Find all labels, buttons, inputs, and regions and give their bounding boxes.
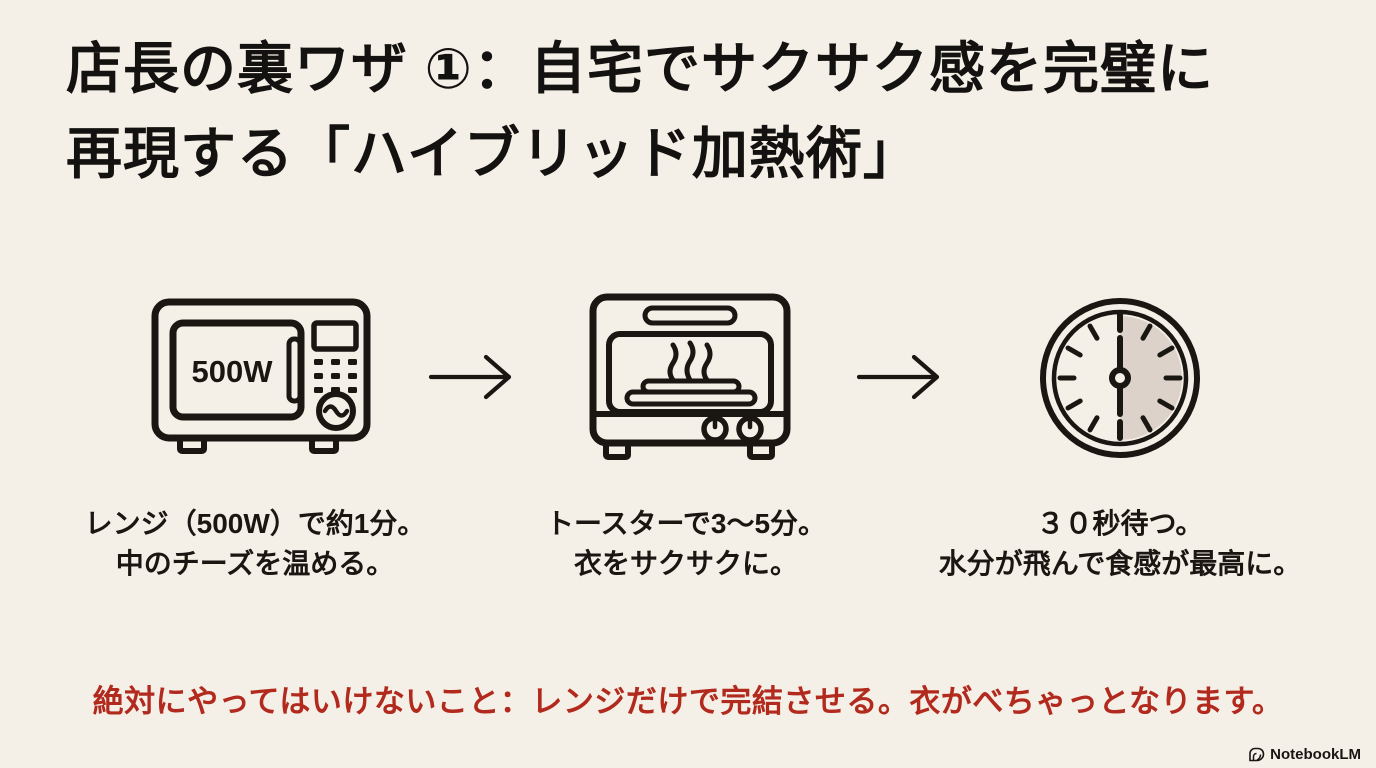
microwave-button-grid [314,359,357,393]
right-arrow-icon [428,354,514,400]
page-title-line1: 店長の裏ワザ ①：自宅でサクサク感を完璧に [66,37,1214,100]
clock-tick-marks [1057,323,1183,433]
step1-caption-line1: レンジ（500W）で約1分。 [84,508,426,539]
step3-caption-line2: 水分が飛んで食感が最高に。 [938,547,1302,579]
step3-caption: ３０秒待つ。 水分が飛んで食感が最高に。 [900,504,1340,584]
warning-text: 絶対にやってはいけないこと：レンジだけで完結させる。衣がべちゃっとなります。 [92,684,1284,719]
microwave-power-label: 500W [192,354,274,389]
step2-caption: トースターで3〜5分。 衣をサクサクに。 [500,504,872,584]
steam-icon [667,340,713,383]
brand-label: NotebookLM [1270,746,1361,763]
toaster-oven-icon [588,292,792,464]
right-arrow-icon [856,354,942,400]
microwave-icon: 500W [150,297,378,459]
brand-footer: NotebookLM [1248,746,1361,763]
step1-caption: レンジ（500W）で約1分。 中のチーズを温める。 [40,504,470,584]
step3-caption-line1: ３０秒待つ。 [1036,508,1204,539]
page-title: 店長の裏ワザ ①：自宅でサクサク感を完璧に 再現する「ハイブリッド加熱術」 [66,26,1336,196]
step1-caption-line2: 中のチーズを温める。 [115,547,395,579]
step2-caption-line1: トースターで3〜5分。 [545,508,827,539]
page-title-line2: 再現する「ハイブリッド加熱術」 [66,122,920,186]
step2-caption-line2: 衣をサクサクに。 [573,547,798,579]
clock-icon [1038,296,1202,460]
notebooklm-logo-icon [1248,747,1265,762]
